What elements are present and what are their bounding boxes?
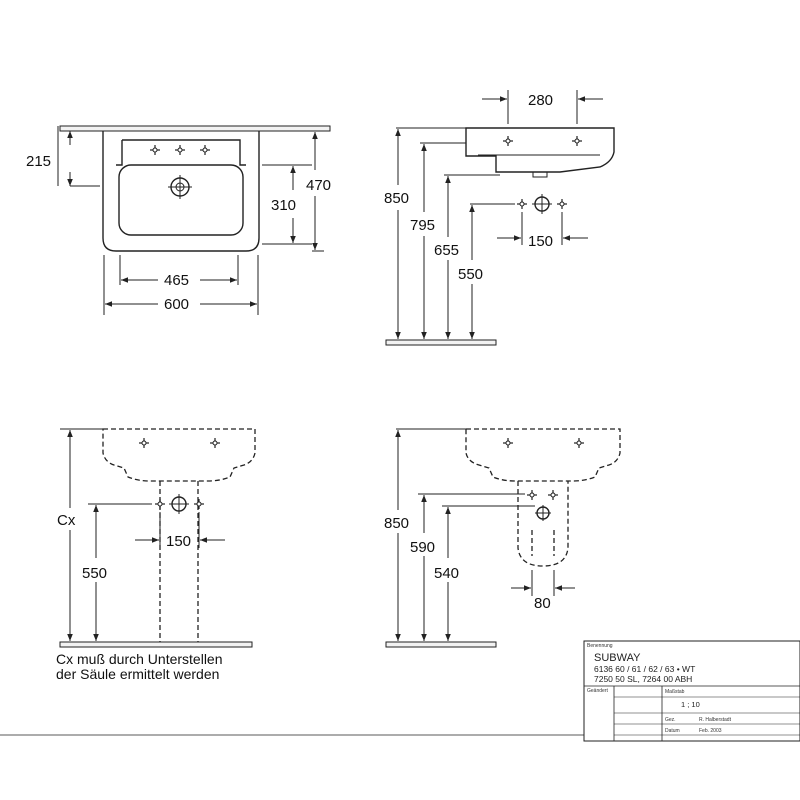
basin-outline [102,131,260,252]
drain-outlet [532,171,548,178]
product-code-2: 7250 50 SL, 7264 00 ABH [594,674,692,684]
basin-dashed [102,428,256,482]
bottom-right-view: 80 850 590 540 [384,428,621,648]
tap-hole-center [174,144,186,156]
fitting-left [516,198,528,210]
dim-655: 655 [434,242,459,259]
dim-215: 215 [26,153,51,170]
basin-side-outline [465,127,615,173]
dim-600: 600 [164,296,189,313]
fitting-br-2 [547,489,559,501]
dim-465: 465 [164,272,189,289]
semi-pedestal-dashed [517,481,569,567]
tap-hole-side-left [502,135,514,147]
dim-280: 280 [528,92,553,109]
dim-310: 310 [271,197,296,214]
datum-value: Feb. 2003 [699,728,722,734]
floor-line [385,339,497,346]
dim-550-bl: 550 [82,565,107,582]
note-line-2: der Säule ermittelt werden [56,666,219,682]
note-line-1: Cx muß durch Unterstellen [56,651,223,667]
fitting-br-1 [526,489,538,501]
dim-850-br: 850 [384,515,409,532]
dim-540: 540 [434,565,459,582]
fitting-bl-left [154,498,166,510]
title-block: Benennung SUBWAY 6136 60 / 61 / 62 / 63 … [0,640,800,742]
tap-hole-right [199,144,211,156]
scale-value: 1 ; 10 [681,700,700,709]
fitting-right [556,198,568,210]
top-right-view: 280 150 850 795 655 [384,90,615,346]
gez-value: R. Halberstadt [699,717,732,723]
dim-150-bl: 150 [166,533,191,550]
dim-795: 795 [410,217,435,234]
dim-cx: Cx [57,512,76,529]
tap-hole-br-right [573,437,585,449]
tap-hole-left [149,144,161,156]
tap-hole-bl-right [209,437,221,449]
dim-80: 80 [534,595,551,612]
basin-rim [116,139,246,166]
product-code-1: 6136 60 / 61 / 62 / 63 • WT [594,664,695,674]
floor-line-bl [59,641,253,648]
benennung-label: Benennung [587,643,613,649]
tap-hole-br-left [502,437,514,449]
dim-470: 470 [306,177,331,194]
dim-150-top: 150 [528,233,553,250]
gez-label: Gez. [665,717,676,723]
geandert-label: Geändert [587,688,608,694]
floor-line-br [385,641,497,648]
dim-850-top: 850 [384,190,409,207]
product-name: SUBWAY [594,652,641,664]
wall-line [59,125,331,132]
datum-label: Datum [665,728,680,734]
tap-hole-side-right [571,135,583,147]
dim-550-top: 550 [458,266,483,283]
basin-bowl [118,164,244,236]
bottom-left-view: 150 Cx 550 Cx muß durch Unterstellen der… [56,428,256,682]
semi-pedestal-inner [531,530,555,556]
tap-hole-bl-left [138,437,150,449]
top-left-view: 215 310 470 465 600 [26,125,331,315]
fitting-bl-right [193,498,205,510]
basin-side-dashed [465,428,621,482]
dim-590: 590 [410,539,435,556]
massstab-label: Maßstab [665,689,685,695]
